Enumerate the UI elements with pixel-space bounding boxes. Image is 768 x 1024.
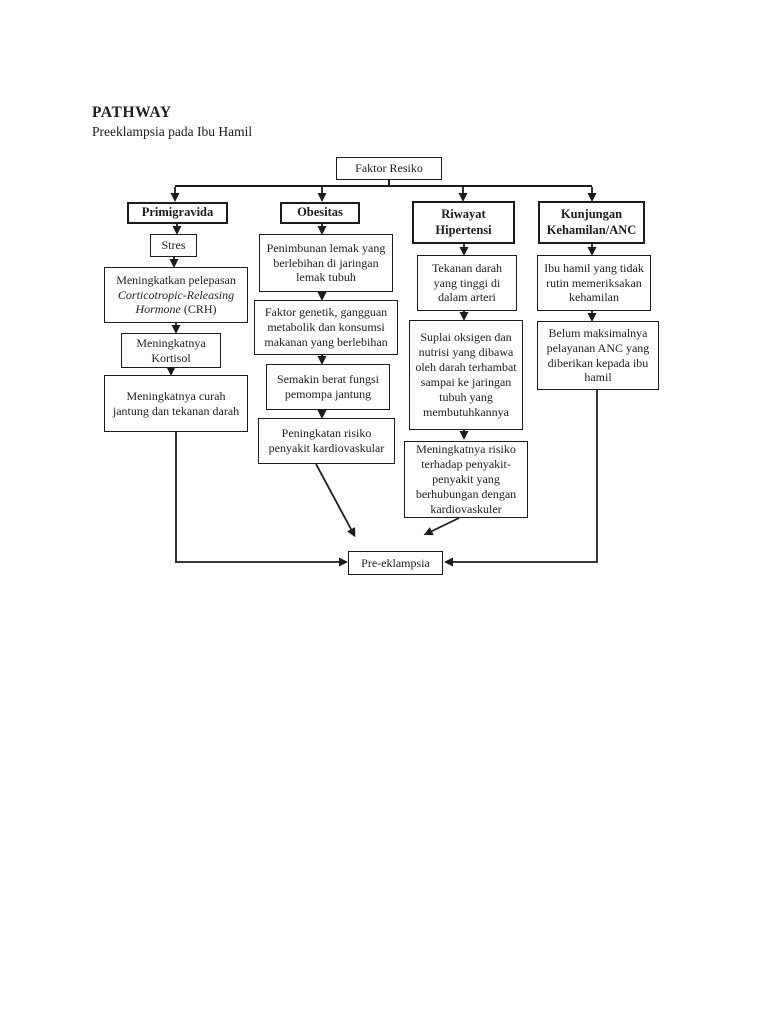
node-meningkatnya-risiko-kardiovaskuler: Meningkatnya risiko terhadap penyakit-pe… [404, 441, 528, 518]
node-obesitas: Obesitas [280, 202, 360, 224]
node-meningkatnya-kortisol: Meningkatnya Kortisol [121, 333, 221, 368]
node-faktor-genetik: Faktor genetik, gangguan metabolik dan k… [254, 300, 398, 355]
node-ibu-hamil-tidak-rutin: Ibu hamil yang tidak rutin memeriksakan … [537, 255, 651, 311]
node-stres: Stres [150, 234, 197, 257]
node-pre-eklampsia: Pre-eklampsia [348, 551, 443, 575]
node-peningkatan-risiko: Peningkatan risiko penyakit kardiovaskul… [258, 418, 395, 464]
root-distributor [170, 180, 597, 202]
node-riwayat-hipertensi: Riwayat Hipertensi [412, 201, 515, 244]
node-pelepasan-crh-text: Meningkatkan pelepasan Corticotropic-Rel… [116, 272, 236, 317]
node-primigravida: Primigravida [127, 202, 228, 224]
node-semakin-berat: Semakin berat fungsi pemompa jantung [266, 364, 390, 410]
node-pelepasan-crh: Meningkatkan pelepasan Corticotropic-Rel… [104, 267, 248, 323]
node-suplai-oksigen: Suplai oksigen dan nutrisi yang dibawa o… [409, 320, 523, 430]
node-kunjungan-anc: Kunjungan Kehamilan/ANC [538, 201, 645, 244]
node-belum-maksimal-anc: Belum maksimalnya pelayanan ANC yang dib… [537, 321, 659, 390]
node-faktor-resiko: Faktor Resiko [336, 157, 442, 180]
node-tekanan-darah: Tekanan darah yang tinggi di dalam arter… [417, 255, 517, 311]
node-curah-jantung: Meningkatnya curah jantung dan tekanan d… [104, 375, 248, 432]
node-penimbunan-lemak: Penimbunan lemak yang berlebihan di jari… [259, 234, 393, 292]
page-subtitle: Preeklampsia pada Ibu Hamil [92, 124, 253, 139]
page-title: PATHWAY [92, 104, 172, 121]
